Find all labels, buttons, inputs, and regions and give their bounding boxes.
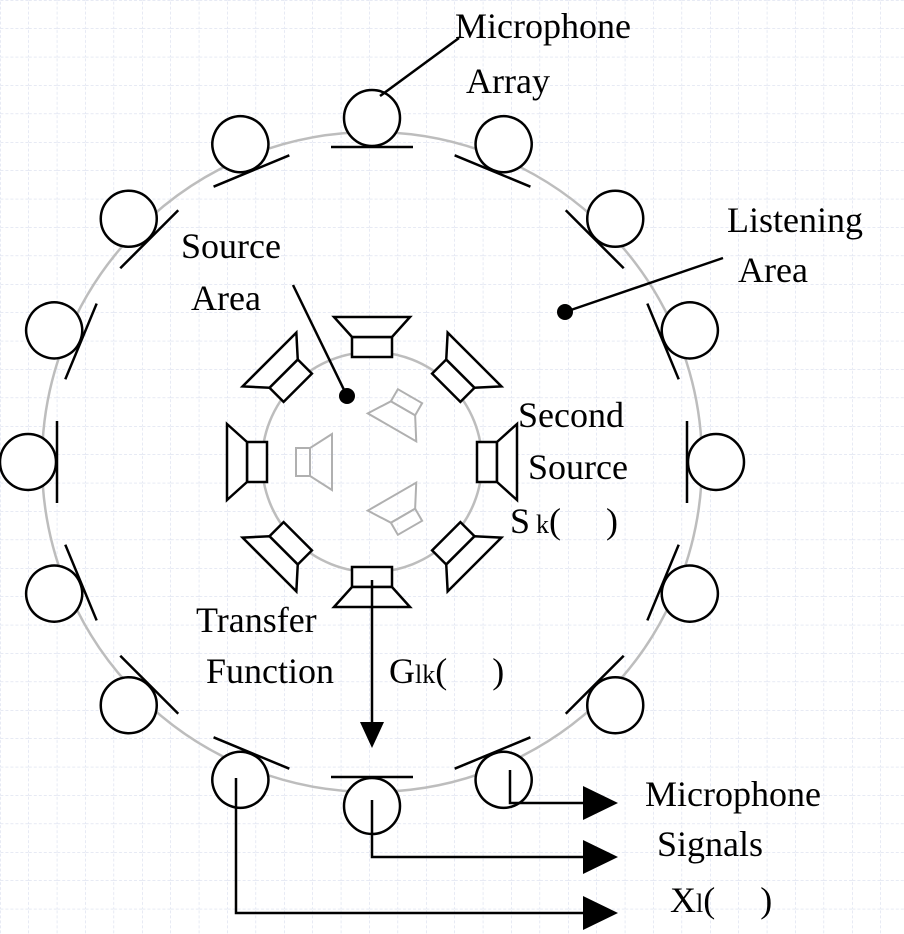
signal-arrow-1 [508, 770, 618, 820]
loudspeaker-icon [331, 315, 413, 359]
listening-area-label-line1: Listening [727, 200, 863, 240]
listening-area-pointer [564, 256, 724, 314]
source-area-pointer [291, 284, 349, 397]
transfer-function-label-line2: Function [206, 651, 334, 691]
microphone-signals-label-line2: Signals [657, 824, 763, 864]
microphone-icon [24, 301, 98, 380]
listening-area-label-line2: Area [738, 250, 808, 290]
secondary-source-array [225, 315, 519, 609]
ghost-speaker-icon [295, 432, 333, 492]
loudspeaker-icon [430, 329, 505, 404]
second-source-label-line1: Second [518, 395, 624, 435]
microphone-signals-label-line1: Microphone [645, 774, 821, 814]
transfer-function-symbol: Glk( ) [389, 651, 504, 691]
microphone-icon [24, 544, 98, 623]
microphone-icon [211, 736, 290, 810]
second-source-label-line2: Source [528, 447, 628, 487]
microphone-icon [454, 114, 533, 188]
listening-area-dot [557, 304, 573, 320]
loudspeaker-icon [239, 329, 314, 404]
microphone-array-pointer [379, 36, 460, 98]
microphone-icon [685, 421, 746, 503]
microphone-array-label-line2: Array [466, 61, 550, 101]
microphone-icon [99, 654, 180, 735]
source-area-label-line1: Source [181, 226, 281, 266]
transfer-function-label-line1: Transfer [196, 600, 317, 640]
microphone-icon [564, 189, 645, 270]
loudspeaker-icon [430, 520, 505, 595]
source-area-dot [339, 388, 355, 404]
microphone-signals-symbol: Xl( ) [670, 880, 772, 920]
source-area-label-line2: Area [191, 278, 261, 318]
ghost-speaker-icon [365, 387, 424, 444]
microphone-icon [646, 544, 720, 623]
microphone-icon [454, 736, 533, 810]
microphone-icon [0, 421, 59, 503]
inner-speaker-ghosts [295, 387, 424, 537]
microphone-icon [331, 88, 413, 149]
microphone-icon [211, 114, 290, 188]
loudspeaker-icon [239, 520, 314, 595]
microphone-icon [99, 189, 180, 270]
microphone-icon [646, 301, 720, 380]
microphone-array-label-line1: Microphone [455, 6, 631, 46]
transfer-function-arrow [360, 580, 384, 748]
microphone-icon [564, 654, 645, 735]
loudspeaker-icon [475, 421, 519, 503]
signal-arrow-3 [234, 778, 618, 930]
ghost-speaker-icon [365, 480, 424, 537]
signal-arrow-2 [370, 800, 618, 874]
loudspeaker-icon [225, 421, 269, 503]
